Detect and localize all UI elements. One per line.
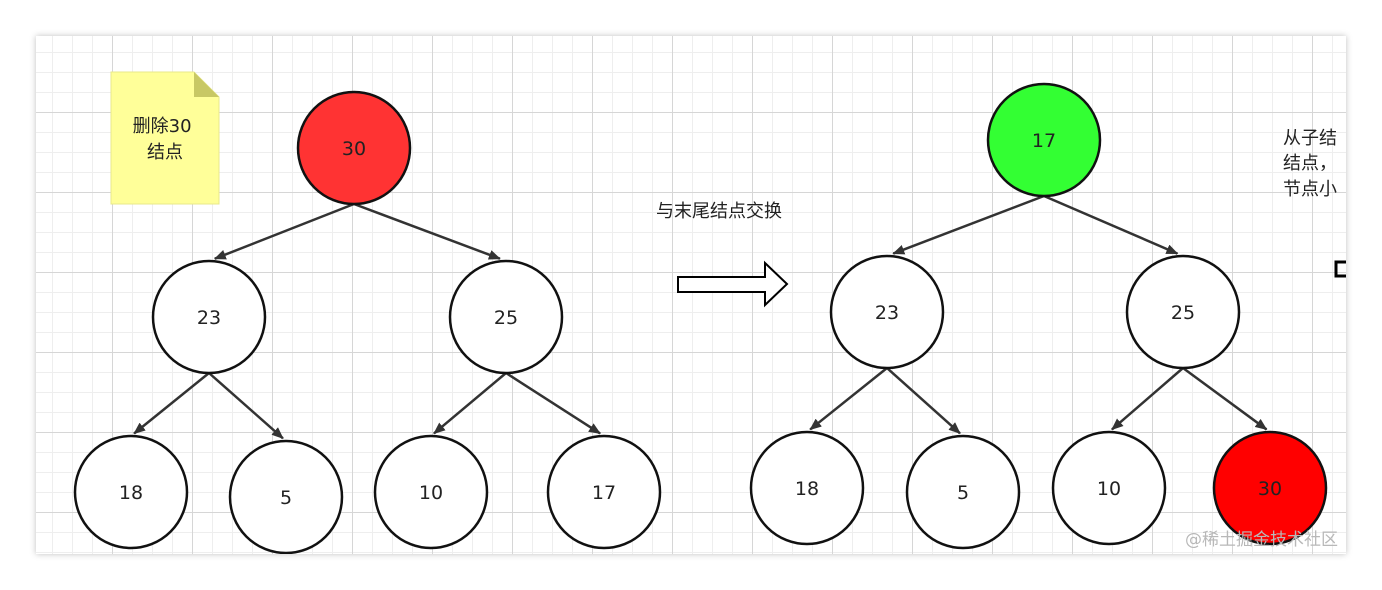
- nodes-layer: 30 23 25 18 5 10 17 17 23 25 18 5 10 30: [73, 82, 1328, 554]
- tree1-node-circle: [448, 259, 564, 375]
- tree1-edge-n30-n23: [213, 202, 355, 260]
- tree1-node-circle: [373, 434, 489, 550]
- tree1-node-label: 18: [119, 482, 143, 504]
- edges-layer: [133, 194, 1268, 440]
- tree2-node-label: 30: [1258, 478, 1282, 500]
- tree2-edge-m23-m18: [809, 367, 888, 431]
- tree1-edge-n25-n10: [433, 372, 507, 435]
- heap-diagram-svg: 删除30 结点 与末尾结点交换 从子结 结点， 节点小 30 23 25 18 5 10 1…: [73, 71, 1346, 554]
- tree2-edge-m25-m30: [1182, 366, 1268, 431]
- tree2-node-10: 10: [1051, 430, 1167, 546]
- tree1-node-5: 5: [228, 439, 344, 554]
- tree2-node-circle: [905, 434, 1021, 550]
- watermark: @稀土掘金技术社区: [1185, 530, 1338, 550]
- note-line-1: 删除30: [133, 116, 192, 137]
- tree1-node-17: 17: [546, 434, 662, 550]
- tree2-node-circle: [1051, 430, 1167, 546]
- side-text-line-1: 从子结: [1283, 128, 1337, 149]
- tree2-node-label: 17: [1032, 130, 1056, 152]
- tree1-node-circle: [296, 90, 412, 206]
- partial-shape: [1334, 260, 1346, 278]
- diagram-canvas: 删除30 结点 与末尾结点交换 从子结 结点， 节点小 30 23 25 18 5 10 1…: [36, 36, 1346, 554]
- tree2-node-30: 30: [1212, 430, 1328, 546]
- tree2-node-label: 10: [1097, 478, 1121, 500]
- tree2-node-circle: [986, 82, 1102, 198]
- tree1-node-label: 5: [280, 487, 292, 509]
- tree2-node-label: 18: [795, 478, 819, 500]
- sticky-note: 删除30 结点: [110, 71, 220, 205]
- tree1-node-label: 10: [419, 482, 443, 504]
- tree1-node-circle: [73, 434, 189, 550]
- tree1-node-label: 23: [197, 307, 221, 329]
- tree1-edge-n23-n5: [208, 372, 284, 440]
- tree1-node-label: 30: [342, 138, 366, 160]
- tree1-node-10: 10: [373, 434, 489, 550]
- tree1-node-label: 17: [592, 482, 616, 504]
- tree1-node-23: 23: [151, 259, 267, 375]
- tree2-node-23: 23: [829, 254, 945, 370]
- tree1-node-circle: [151, 259, 267, 375]
- tree1-node-circle: [546, 434, 662, 550]
- side-text: 从子结 结点， 节点小: [1283, 128, 1343, 200]
- tree2-node-circle: [829, 254, 945, 370]
- tree2-node-17: 17: [986, 82, 1102, 198]
- tree1-edge-n23-n18: [133, 372, 210, 435]
- note-text: 删除30 结点: [133, 116, 198, 163]
- side-text-line-3: 节点小: [1283, 179, 1337, 200]
- tree1-edge-n25-n17: [505, 371, 601, 435]
- tree1-node-30: 30: [296, 90, 412, 206]
- tree2-node-label: 5: [957, 482, 969, 504]
- tree2-node-label: 23: [875, 302, 899, 324]
- note-line-2: 结点: [147, 142, 183, 163]
- tree2-edge-m25-m10: [1111, 367, 1184, 431]
- tree1-node-circle: [228, 439, 344, 554]
- tree2-node-circle: [749, 430, 865, 546]
- transition-arrow: [677, 260, 789, 308]
- swap-caption: 与末尾结点交换: [656, 201, 782, 222]
- tree2-node-circle: [1125, 254, 1241, 370]
- tree2-node-circle: [1212, 430, 1328, 546]
- side-text-line-2: 结点，: [1283, 153, 1337, 174]
- tree2-node-25: 25: [1125, 254, 1241, 370]
- tree2-edge-m17-m23: [892, 194, 1045, 255]
- tree2-edge-m17-m25: [1043, 194, 1179, 255]
- tree1-edge-n30-n25: [353, 202, 501, 260]
- tree1-node-25: 25: [448, 259, 564, 375]
- tree2-edge-m23-m5: [886, 367, 961, 435]
- tree1-node-18: 18: [73, 434, 189, 550]
- tree2-node-5: 5: [905, 434, 1021, 550]
- tree2-node-18: 18: [749, 430, 865, 546]
- tree1-node-label: 25: [494, 307, 518, 329]
- tree2-node-label: 25: [1171, 302, 1195, 324]
